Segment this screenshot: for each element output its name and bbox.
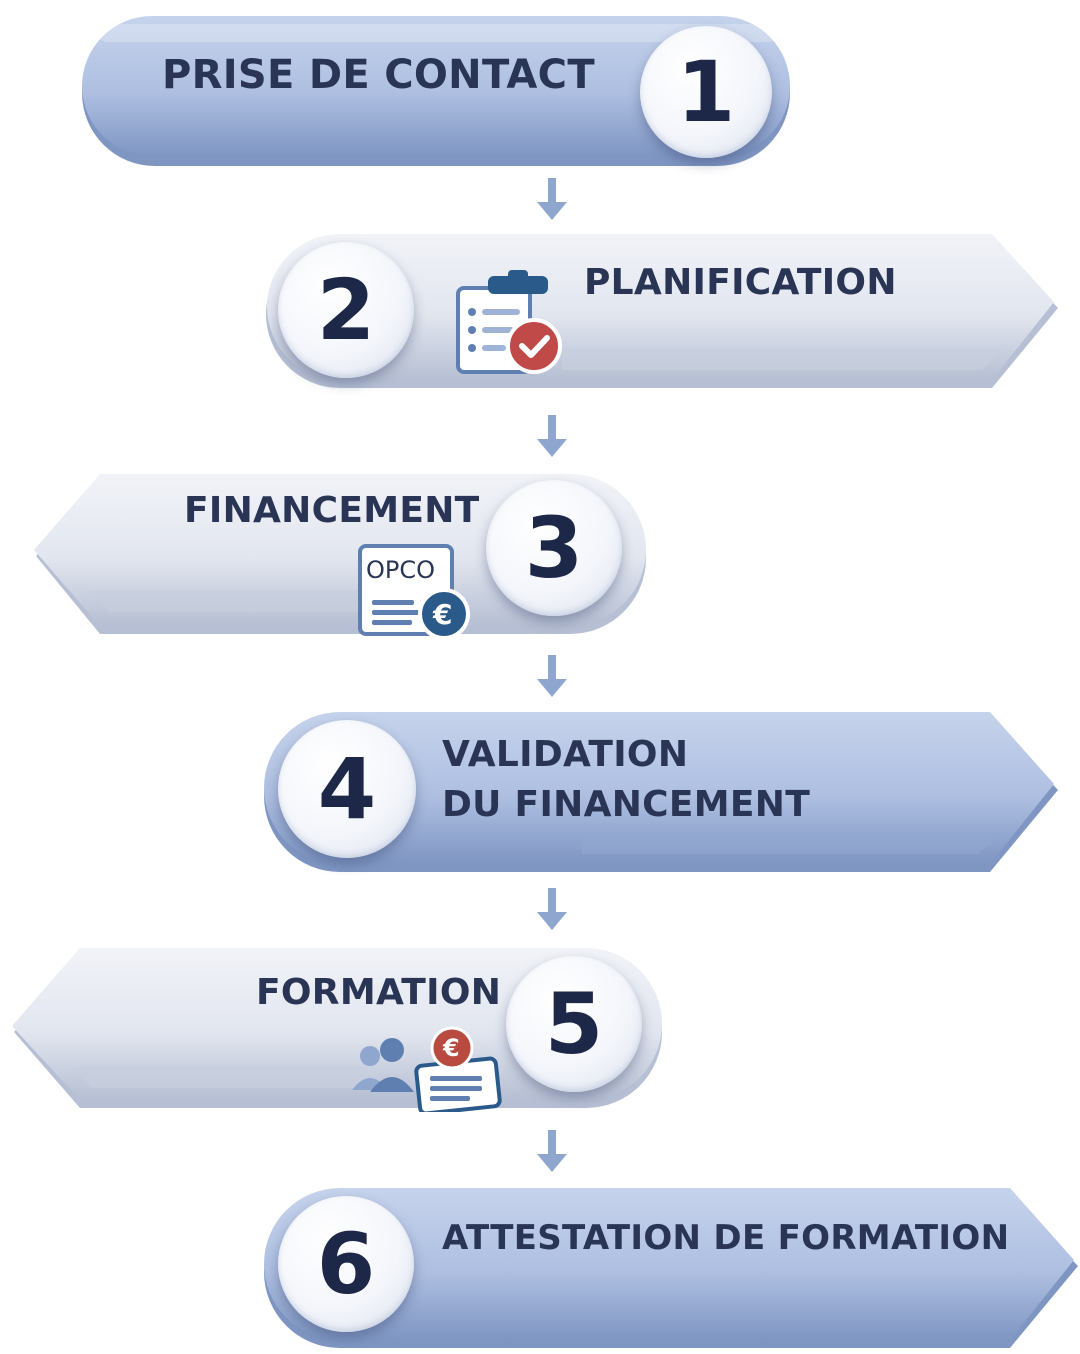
trainees-euro-icon: €: [348, 1026, 508, 1112]
opco-document-euro-icon: OPCO €: [356, 542, 476, 642]
step-5-label: FORMATION: [256, 972, 502, 1013]
step-2: 2 PLANIFICATION: [262, 230, 1062, 396]
step-5-banner: [12, 948, 662, 1108]
step-3-number: 3: [486, 480, 622, 616]
connector-arrow-5: [537, 1130, 567, 1172]
step-4: 4 VALIDATION DU FINANCEMENT: [262, 708, 1062, 878]
step-4-label-line1: VALIDATION: [442, 734, 689, 775]
step-1-number: 1: [640, 26, 772, 158]
opco-text: OPCO: [366, 556, 436, 584]
euro-symbol: €: [443, 1034, 460, 1062]
step-2-label: PLANIFICATION: [584, 262, 897, 303]
step-5: FORMATION 5 €: [8, 944, 668, 1114]
step-5-number: 5: [506, 956, 642, 1092]
step-6-banner: [264, 1188, 1078, 1348]
step-6: 6 ATTESTATION DE FORMATION: [262, 1184, 1080, 1348]
clipboard-check-icon: [456, 270, 562, 374]
step-1-label: PRISE DE CONTACT: [162, 52, 595, 98]
connector-arrow-2: [537, 415, 567, 457]
step-2-number: 2: [278, 242, 414, 378]
step-3: FINANCEMENT 3 OPCO €: [30, 470, 650, 640]
step-4-banner: [264, 712, 1058, 872]
step-6-number: 6: [278, 1196, 414, 1332]
connector-arrow-3: [537, 655, 567, 697]
step-4-number: 4: [278, 720, 416, 858]
step-1: PRISE DE CONTACT 1: [78, 14, 798, 172]
step-1-banner: [82, 16, 790, 166]
connector-arrow-1: [537, 178, 567, 220]
euro-symbol: €: [433, 598, 453, 631]
connector-arrow-4: [537, 888, 567, 930]
step-6-label: ATTESTATION DE FORMATION: [442, 1218, 1010, 1258]
step-3-label: FINANCEMENT: [184, 490, 480, 531]
step-4-label-line2: DU FINANCEMENT: [442, 784, 811, 825]
